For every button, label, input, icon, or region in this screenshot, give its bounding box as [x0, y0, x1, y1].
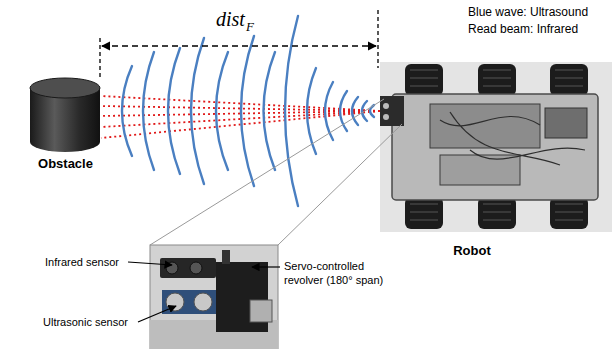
ultrasonic-board [162, 290, 216, 314]
bracket [222, 250, 230, 264]
part-label: Ultrasonic sensor [43, 315, 128, 329]
distance-subscript: F [246, 18, 254, 35]
part-label: Infrared sensor [45, 255, 119, 269]
legend-note: Read beam: Infrared [468, 21, 578, 37]
ultrasonic-transducer [194, 293, 212, 311]
part-label: Servo-controlled revolver (180° span) [284, 259, 404, 287]
node-label: Obstacle [33, 156, 98, 172]
zoom-line [150, 99, 402, 245]
chassis [392, 94, 598, 200]
motor-driver [440, 155, 520, 185]
obstacle-label-node: Obstacle [33, 156, 98, 172]
wires [440, 112, 585, 165]
legend-note: Blue wave: Ultrasound [468, 4, 588, 20]
ultrasound-wave [122, 16, 374, 206]
battery [545, 108, 587, 138]
obstacle-cylinder [30, 78, 100, 152]
servo-horn [250, 300, 272, 322]
distance-symbol: dist [216, 6, 245, 32]
sensor-eye [383, 103, 389, 109]
sensor-inset-photo [150, 245, 278, 349]
photo-background [150, 245, 278, 349]
node-label: Robot [448, 243, 496, 259]
leader-arrow [128, 262, 280, 322]
circuit-board [430, 104, 540, 148]
sensor-mount [380, 96, 404, 126]
photo-background [380, 62, 612, 232]
sensor-lens [190, 262, 202, 274]
sensor-lens [166, 262, 178, 274]
robot-photo [380, 62, 612, 232]
sensor-eye [383, 114, 389, 120]
robot-label-node: Robot [448, 243, 496, 259]
ultrasonic-transducer [166, 293, 184, 311]
infrared-sensor [160, 258, 216, 278]
cylinder-top [30, 78, 100, 98]
